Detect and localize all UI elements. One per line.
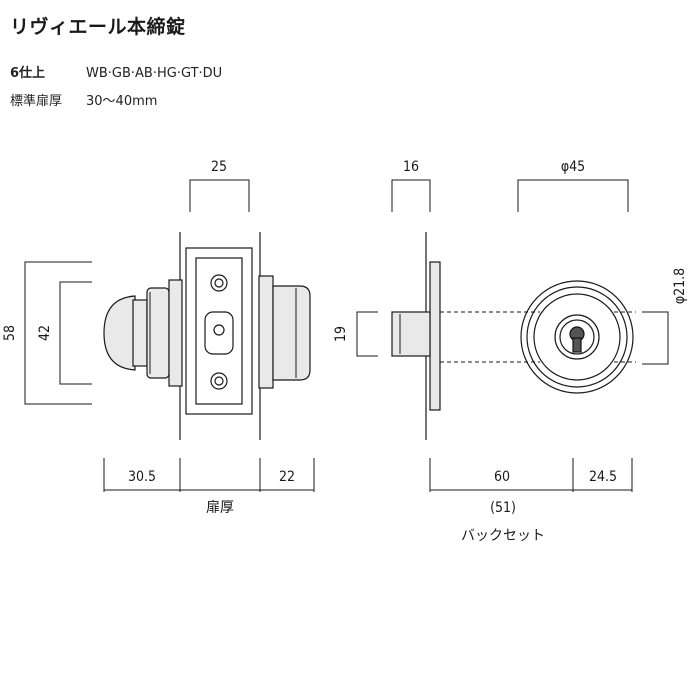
dim-top-label: 25 [211,159,227,175]
face-plate [429,261,441,411]
front-plate [185,247,253,415]
dim-height-58: 58 [2,261,92,405]
finish-spec: 6仕上 WB·GB·AB·HG·GT·DU [10,62,222,81]
dim-height-42: 42 [37,281,92,385]
dim-right-label: 22 [279,469,295,485]
dim-top-25: 25 [189,159,250,212]
dim-side-right-label: 24.5 [589,469,617,485]
door-thickness-spec: 標準扉厚 30～40mm [10,90,157,109]
front-view: 25 58 42 [2,159,315,516]
dim-left-label: 30.5 [128,469,156,485]
finish-label: 6仕上 [10,66,46,81]
dim-backset-label: 60 [494,469,510,485]
door-thickness-value: 30～40mm [86,94,158,109]
right-housing [258,275,311,389]
dim-bolt-width-label: 16 [403,159,419,175]
dim-backset-alt-label: (51) [490,500,516,516]
dim-bolt-height-label: 19 [333,326,349,342]
dim-outer-height-label: 58 [2,325,18,341]
side-view: 16 φ45 19 φ21.8 [333,159,688,544]
dim-diameter-outer-label: φ45 [561,159,585,175]
door-thickness-caption: 扉厚 [206,500,234,516]
cylinder-rose [520,280,634,394]
thumb-turn [103,279,183,387]
backset-caption: バックセット [461,528,545,544]
dim-bottom-front: 30.5 22 扉厚 [103,458,315,516]
dim-bottom-side: 60 24.5 (51) バックセット [429,458,633,544]
door-thickness-label: 標準扉厚 [10,94,63,109]
page-title: リヴィエール本締錠 [10,16,186,38]
dim-bolt-height-19: 19 [333,311,378,357]
dead-bolt [391,311,431,357]
finish-values: WB·GB·AB·HG·GT·DU [86,66,223,81]
dim-inner-height-label: 42 [37,325,53,341]
dim-bolt-width-16: 16 [391,159,431,212]
dim-diameter-21-8: φ21.8 [642,268,688,365]
dim-diameter-45: φ45 [517,159,629,212]
dim-diameter-inner-label: φ21.8 [672,268,688,304]
